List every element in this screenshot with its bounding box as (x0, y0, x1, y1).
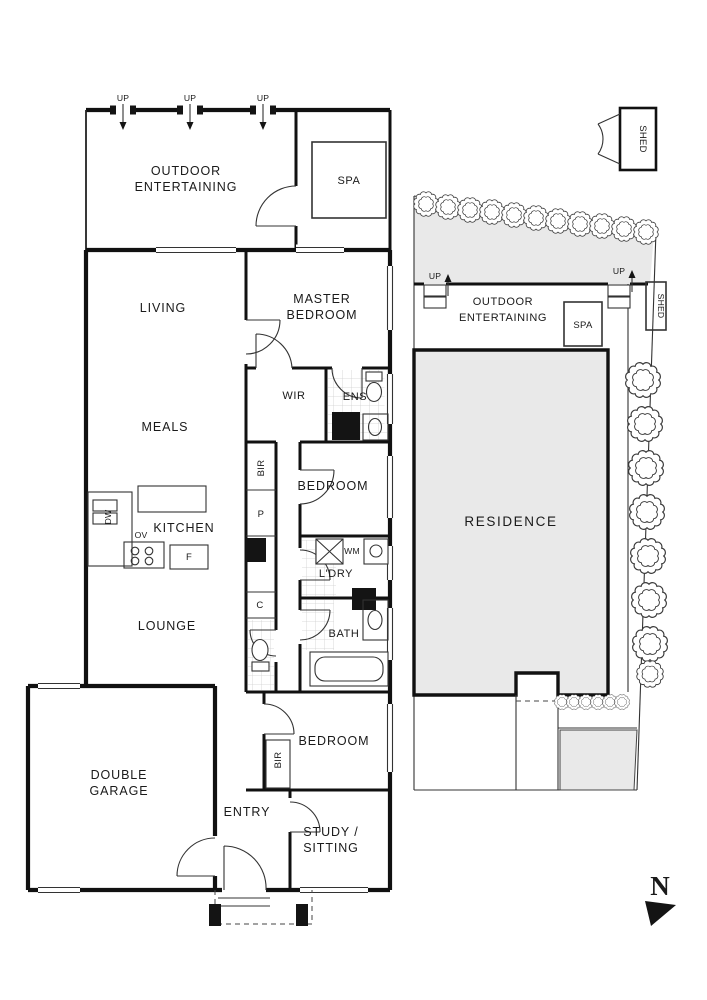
basin-icon (367, 417, 383, 437)
up-label-1: UP (117, 93, 129, 103)
kitchen-fixtures (87, 485, 209, 570)
tree-icon (628, 450, 664, 486)
dishwasher-label: DW (103, 509, 113, 524)
ensuite-fixtures (332, 371, 389, 441)
tree-icon (523, 205, 549, 231)
pantry-label: P (258, 509, 265, 520)
up-label-2: UP (184, 93, 196, 103)
laundry-label: L'DRY (319, 568, 353, 580)
site-spa-label: SPA (573, 320, 593, 331)
cupboard-label: C (256, 600, 263, 611)
up-arrow-2-icon (186, 122, 194, 130)
tree-icon (479, 199, 505, 225)
outdoor-entertaining-label-1: OUTDOOR (151, 164, 221, 178)
site-outdoor-entertaining-label-2: ENTERTAINING (459, 312, 547, 324)
wir-label: WIR (282, 390, 305, 402)
laundry-tub-icon (363, 538, 389, 565)
kitchen-label: KITCHEN (153, 521, 214, 535)
garage-label-1: DOUBLE (91, 768, 148, 782)
site-up-arrow-1-icon (444, 274, 452, 282)
master-bedroom-label-2: BEDROOM (287, 308, 358, 322)
lounge-label: LOUNGE (138, 619, 196, 633)
washing-machine-label: WM (344, 546, 360, 556)
porch-post (209, 904, 221, 926)
north-label: N (650, 871, 670, 901)
bir-label-2: BIR (273, 752, 284, 769)
tree-icon (630, 538, 666, 574)
room-labels: OUTDOOR ENTERTAINING SPA LIVING MASTER B… (90, 164, 370, 855)
ens-label: ENS (343, 391, 367, 403)
tree-icon (457, 197, 483, 223)
toilet-icon (251, 638, 269, 662)
tree-icon (627, 406, 663, 442)
tree-icon (413, 191, 439, 217)
tree-icon (567, 211, 593, 237)
tree-icon (625, 362, 661, 398)
garage (25, 680, 218, 896)
study-sitting-label-1: STUDY / (303, 825, 358, 839)
porch (209, 890, 313, 926)
site-outdoor-entertaining-label-1: OUTDOOR (473, 296, 533, 308)
bedroom-1-label: BEDROOM (298, 479, 369, 493)
tree-icon (545, 208, 571, 234)
tree-icon (632, 626, 668, 662)
site-up-label-2: UP (613, 266, 625, 276)
meals-label: MEALS (142, 420, 189, 434)
up-arrow-3-icon (259, 122, 267, 130)
tree-icon (611, 216, 637, 242)
tree-icon (631, 582, 667, 618)
laundry-fixtures (315, 538, 389, 610)
outdoor-entertaining-label-2: ENTERTAINING (135, 180, 238, 194)
site-up-label-1: UP (429, 271, 441, 281)
entry-label: ENTRY (224, 805, 271, 819)
toilet-icon (365, 381, 383, 403)
detached-shed: SHED (597, 106, 658, 172)
site-outdoor-entertaining: UP UP OUTDOOR ENTERTAINING SPA SHED (414, 266, 667, 347)
rear-pad (559, 729, 638, 791)
oven-label: OV (135, 530, 148, 540)
study-sitting-label-2: SITTING (303, 841, 359, 855)
site-driveway (515, 695, 638, 791)
garage-label-2: GARAGE (90, 784, 149, 798)
porch-post (296, 904, 308, 926)
site-residence: RESIDENCE (412, 348, 610, 697)
site-up-arrow-2-icon (628, 270, 636, 278)
tiled-floors (248, 370, 388, 690)
fridge-label: F (186, 552, 192, 563)
residence-outline (412, 348, 610, 697)
deck: UP UP UP (85, 93, 392, 250)
tree-icon (589, 213, 615, 239)
spa-label: SPA (338, 175, 361, 187)
up-arrow-1-icon (119, 122, 127, 130)
tree-icon (636, 660, 664, 688)
detached-shed-label: SHED (637, 125, 648, 153)
residence-label: RESIDENCE (464, 514, 557, 529)
north-arrow-icon (645, 901, 676, 926)
exterior-walls (83, 244, 396, 896)
up-label-3: UP (257, 93, 269, 103)
living-label: LIVING (140, 301, 186, 315)
bath-label: BATH (329, 628, 360, 640)
tree-icon (435, 194, 461, 220)
tree-icon (501, 202, 527, 228)
bush-icon (614, 694, 630, 710)
wc-fixtures (251, 638, 270, 672)
tree-icon (633, 219, 659, 245)
site-plan: SHED UP UP OUTDOOR ENTERTAINING SPA SHED… (412, 106, 668, 791)
basin-icon (367, 609, 383, 631)
shower-base (332, 412, 360, 440)
master-bedroom-label-1: MASTER (293, 292, 351, 306)
compass-north: N (645, 871, 676, 926)
closets (246, 489, 291, 789)
floor-plan: UP UP UP (25, 93, 396, 926)
internal-walls (223, 250, 390, 891)
bir-label-1: BIR (256, 460, 267, 477)
bedroom-2-label: BEDROOM (299, 734, 370, 748)
deck-steps: UP UP UP (117, 93, 269, 130)
bath-fixtures (309, 599, 389, 687)
tree-icon (629, 494, 665, 530)
attached-shed-label: SHED (656, 294, 666, 319)
